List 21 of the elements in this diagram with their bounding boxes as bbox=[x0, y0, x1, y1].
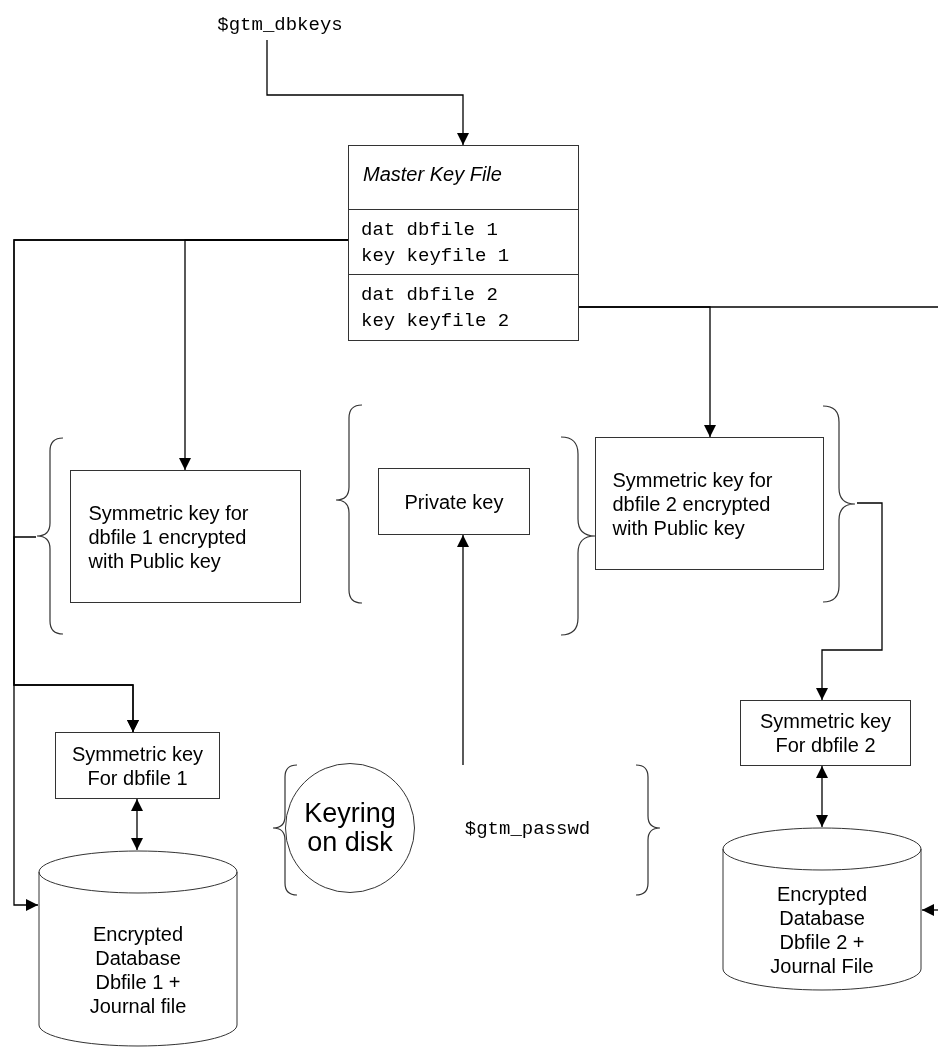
node-label: Encrypted Database Dbfile 2 + Journal File bbox=[769, 882, 875, 978]
table-row: dat dbfile 2 key keyfile 2 bbox=[349, 274, 578, 340]
process-box: Private key bbox=[378, 468, 530, 535]
process-box: Symmetric key For dbfile 2 bbox=[740, 700, 911, 766]
node-label: Encrypted Database Dbfile 1 + Journal file bbox=[88, 921, 188, 1018]
keyring-circle: Keyring on disk bbox=[285, 763, 415, 893]
arrow bbox=[921, 904, 938, 916]
variable-label: $gtm_dbkeys bbox=[205, 10, 355, 40]
variable-label: $gtm_passwd bbox=[425, 765, 630, 893]
arrow bbox=[266, 39, 469, 146]
arrow bbox=[457, 534, 469, 766]
process-box: Symmetric key for dbfile 1 encrypted with Public key bbox=[70, 470, 301, 603]
arrow bbox=[13, 536, 139, 733]
arrow bbox=[816, 502, 883, 701]
arrow bbox=[131, 798, 143, 851]
arrow bbox=[816, 765, 828, 828]
arrow bbox=[13, 239, 349, 911]
process-box: Symmetric key For dbfile 1 bbox=[55, 732, 220, 799]
process-box: Symmetric key for dbfile 2 encrypted with Public key bbox=[595, 437, 824, 570]
table-row: dat dbfile 1 key keyfile 1 bbox=[349, 209, 578, 275]
table-heading: Master Key File bbox=[363, 162, 502, 186]
